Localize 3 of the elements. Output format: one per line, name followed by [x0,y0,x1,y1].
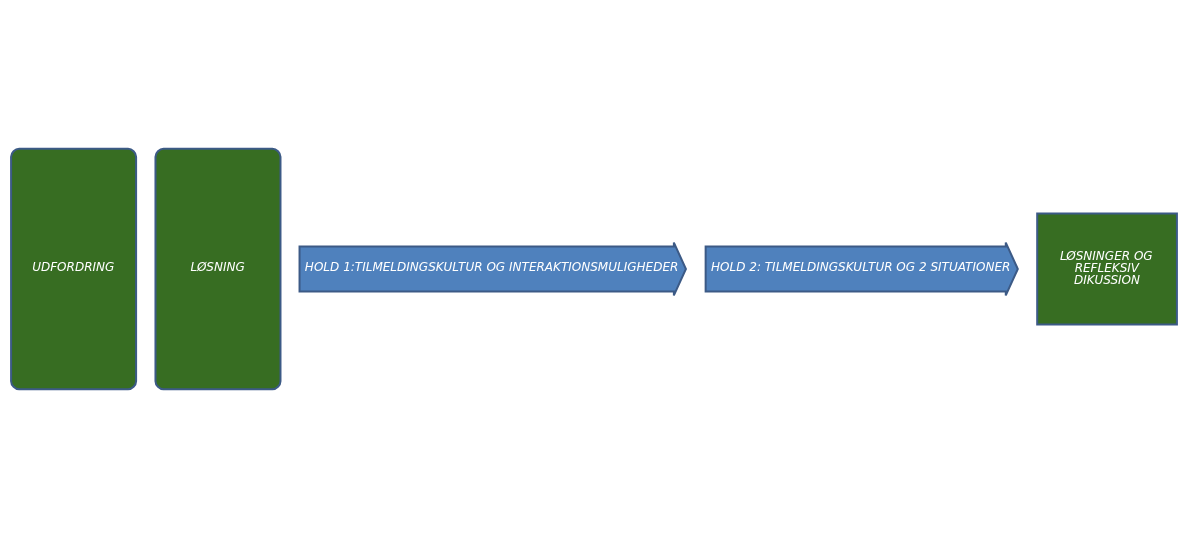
node-box: LØSNING [154,147,282,391]
node-box: UDFORDRING [10,147,138,391]
node-box: LØSNINGER OG REFLEKSIV DIKUSSION [1036,212,1178,326]
